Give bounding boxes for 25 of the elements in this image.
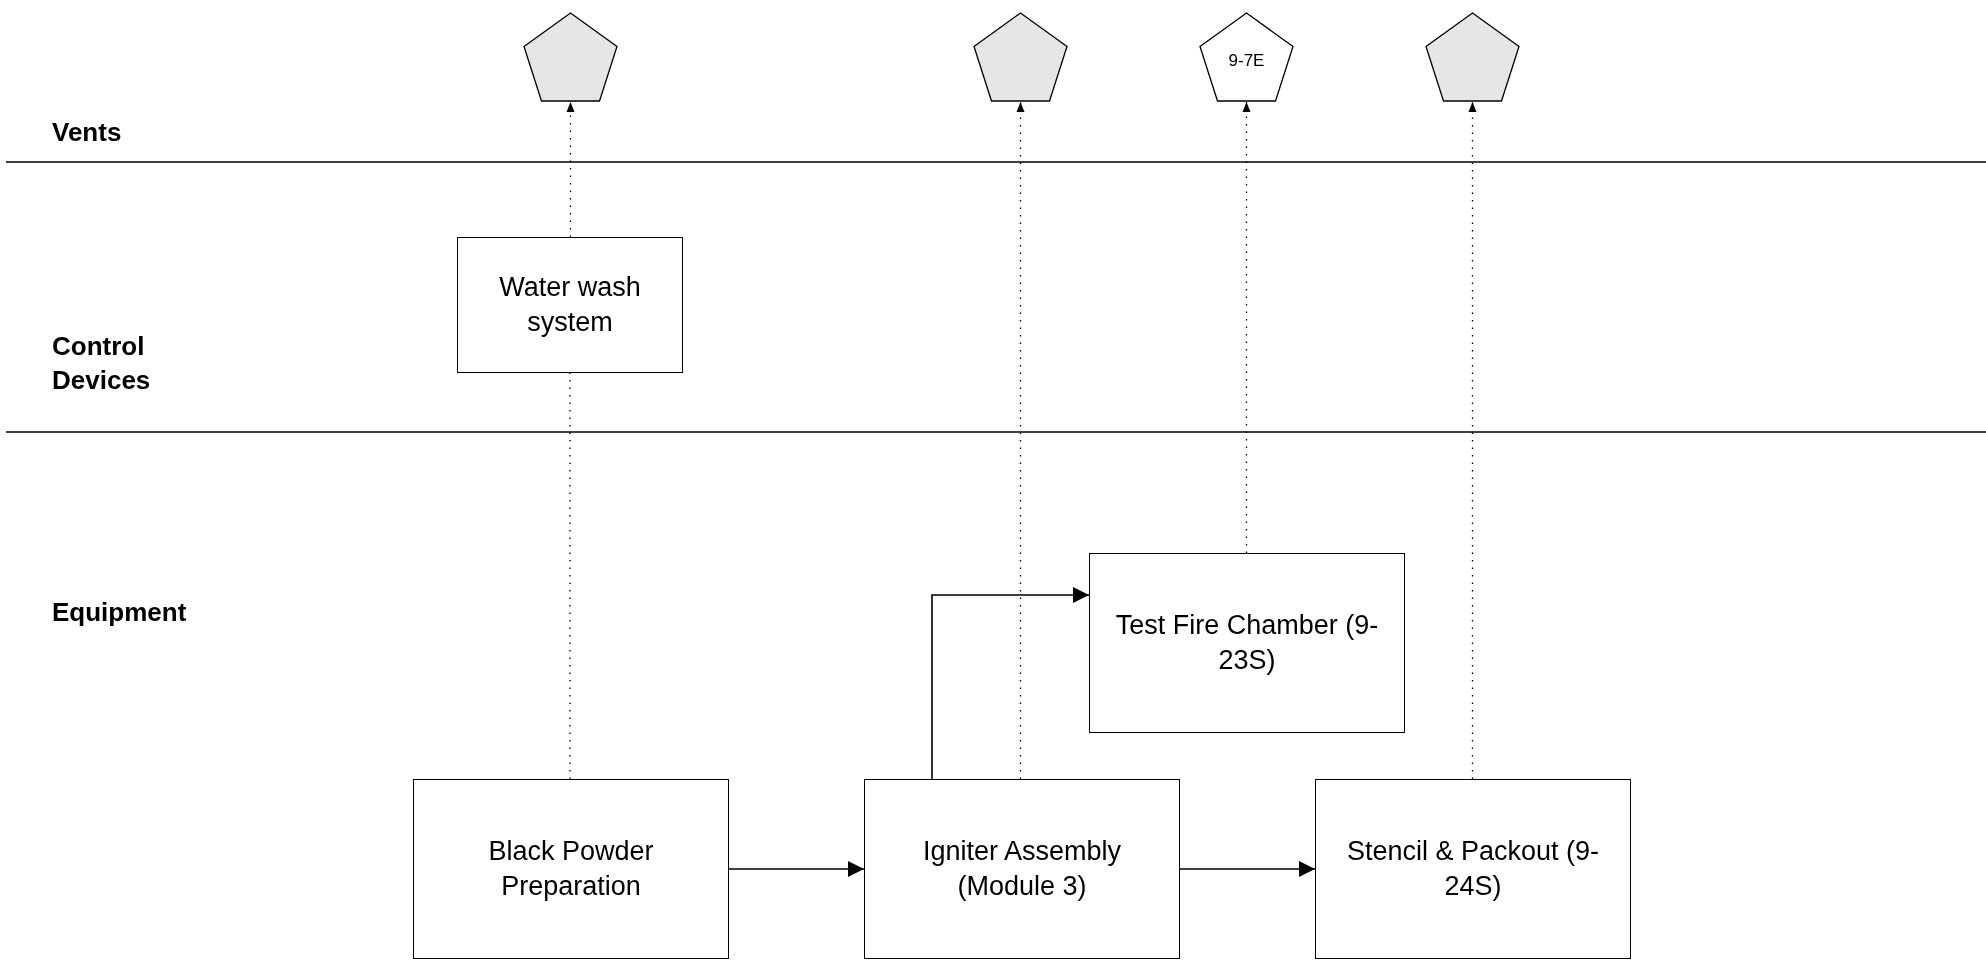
node-label: Stencil & Packout (9-24S) [1345,834,1601,903]
process-box [1315,779,1631,959]
process-box [1089,553,1405,733]
node-label: 9-7E [1228,49,1265,72]
vent-pentagon [973,12,1068,102]
dotted-arrow [1468,101,1477,780]
process-box [457,237,683,373]
dotted-arrow [1016,101,1025,780]
node-label: Water wash system [498,270,642,339]
dotted-arrow [1242,101,1251,554]
node-label: Black Powder Preparation [487,834,655,903]
node-label: Igniter Assembly (Module 3) [921,834,1123,903]
lane-label: Equipment [52,596,187,629]
lane-label: Control Devices [52,330,152,397]
vent-pentagon [1425,12,1520,102]
process-box [413,779,729,959]
process-box [864,779,1180,959]
dotted-arrow [566,101,575,238]
lane-label: Vents [52,116,122,149]
node-label: Test Fire Chamber (9-23S) [1114,608,1380,677]
arrow [728,861,865,877]
vent-pentagon [523,12,618,102]
vent-pentagon [1199,12,1294,102]
arrow [1179,861,1316,877]
arrow [931,587,1090,780]
